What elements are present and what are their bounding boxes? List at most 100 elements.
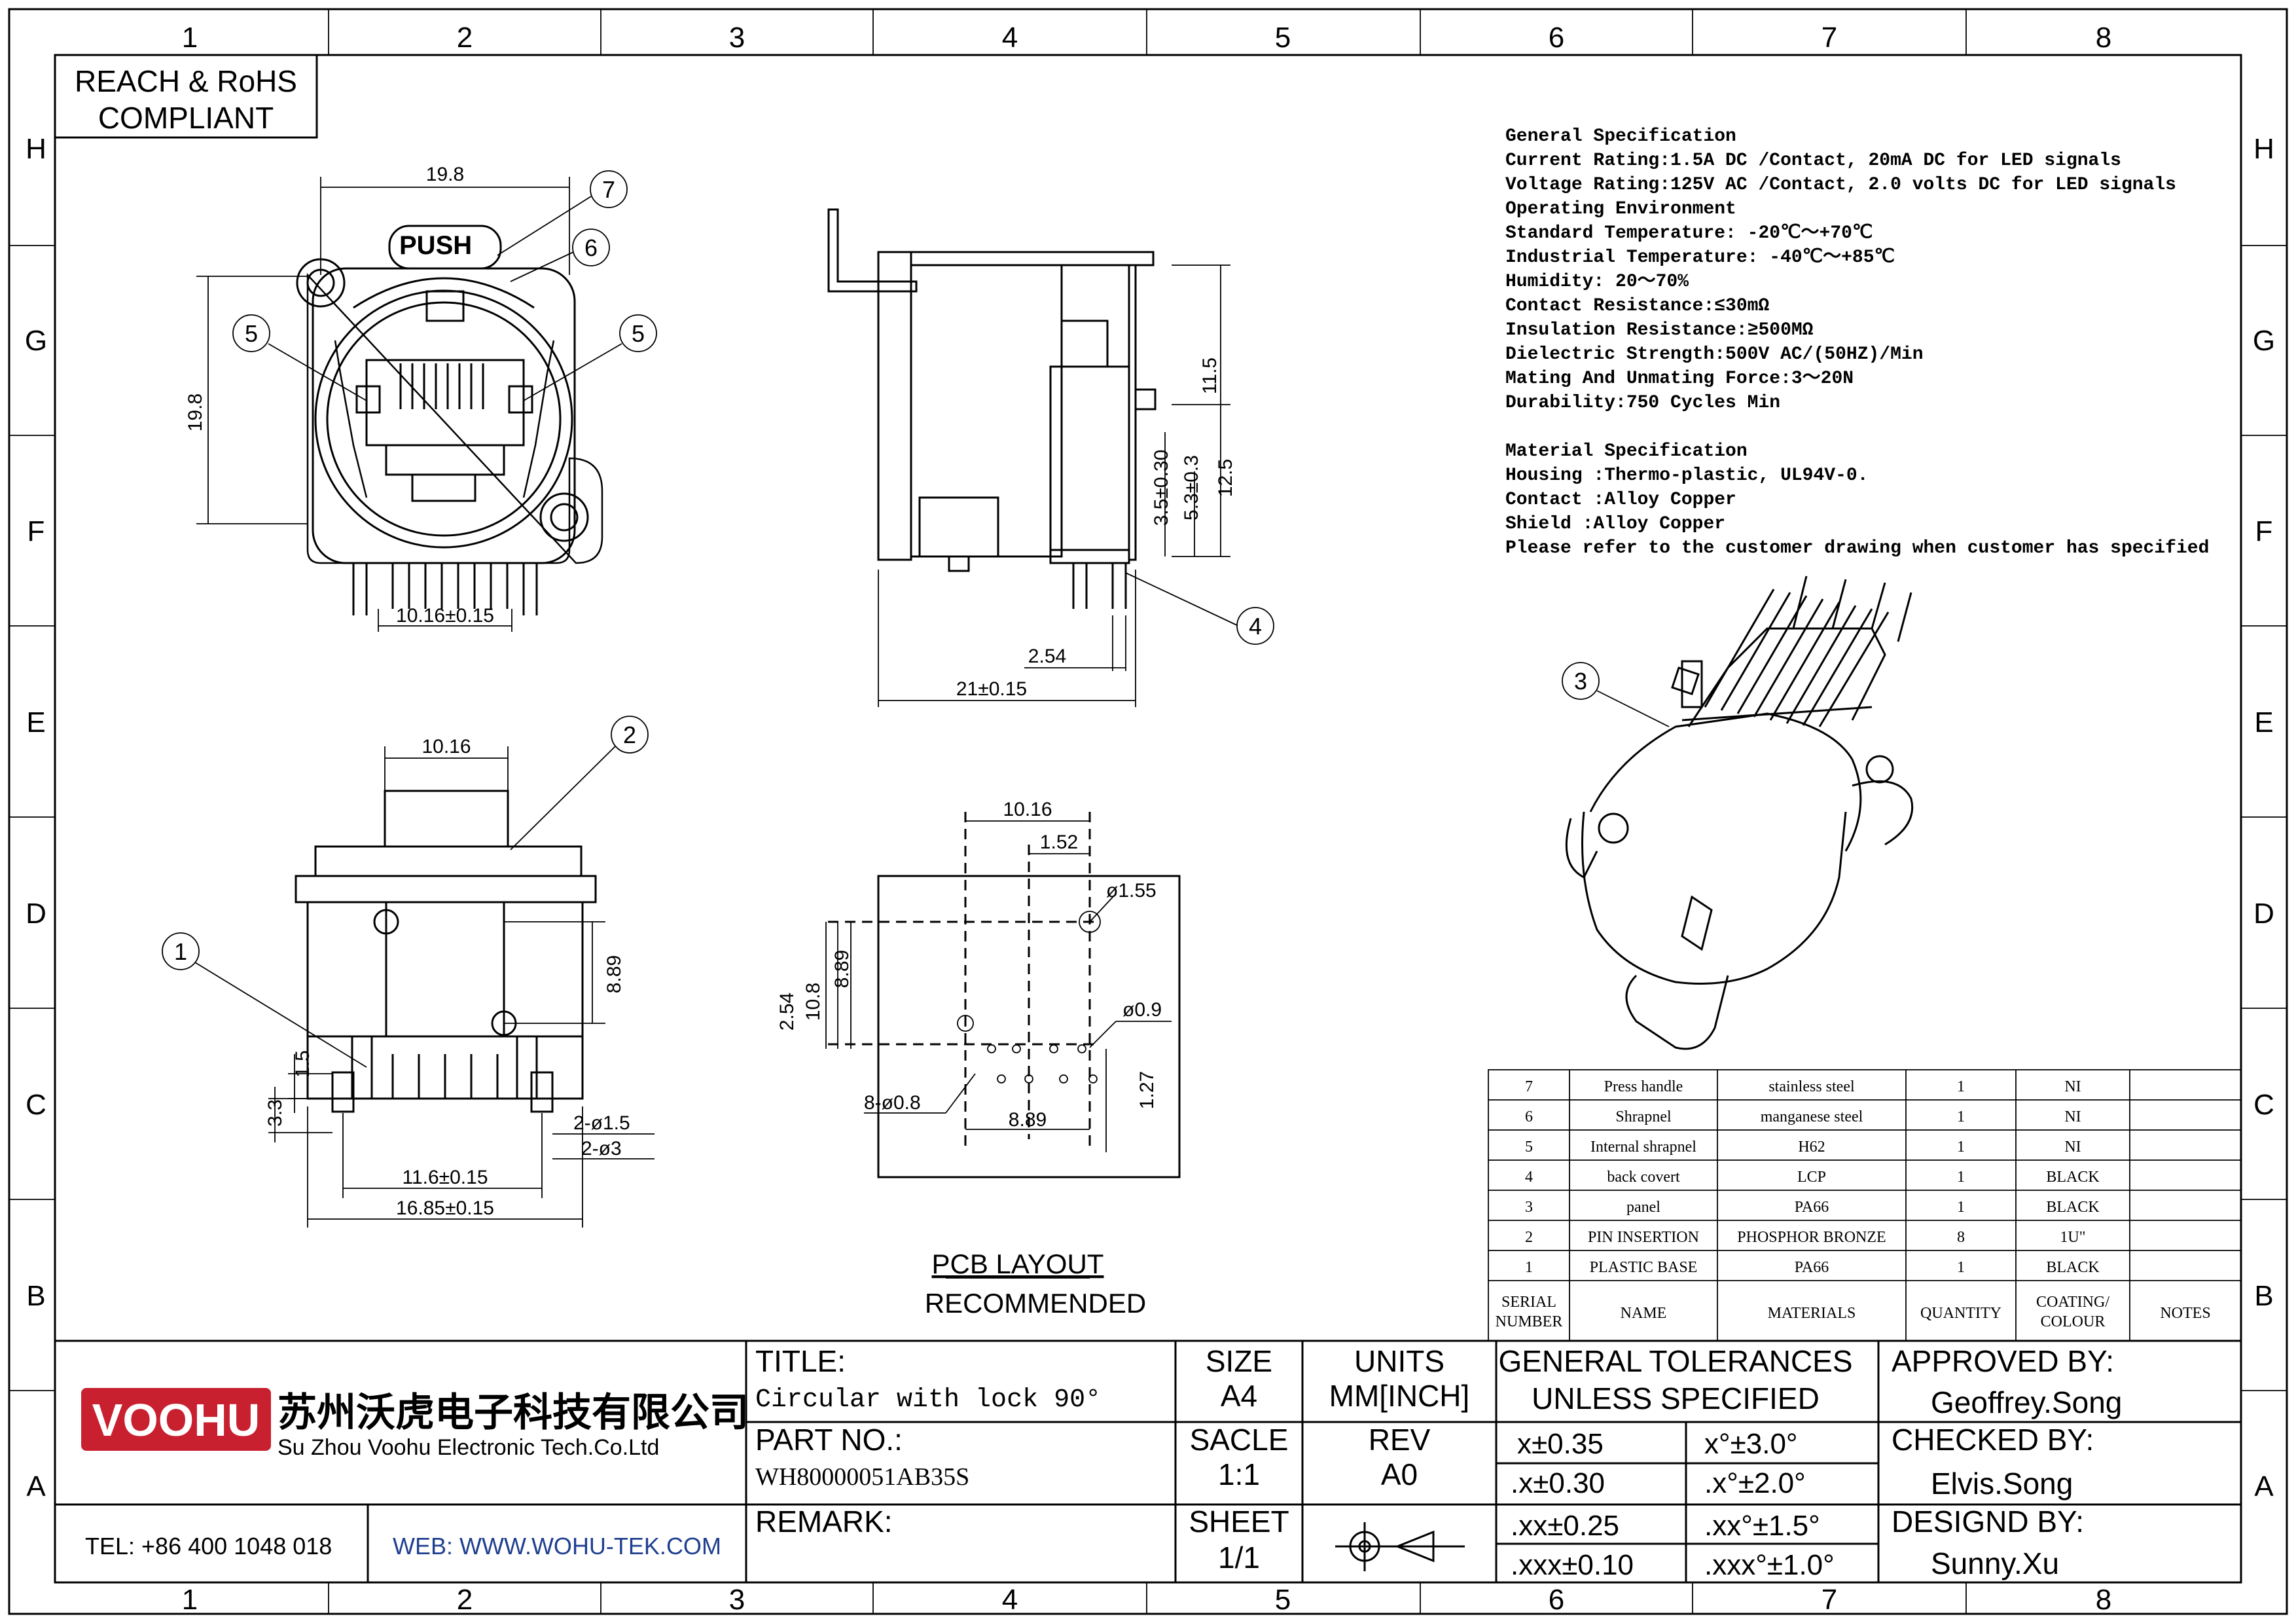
bom-name: PLASTIC BASE xyxy=(1590,1259,1698,1276)
logo-badge xyxy=(81,1388,271,1451)
isometric-view: 3 xyxy=(1562,575,1914,1050)
dim-pcb-2-54: 2.54 xyxy=(776,993,798,1030)
spec-line: Insulation Resistance:≥500MΩ xyxy=(1505,320,1814,340)
scale-label: SACLE xyxy=(1190,1423,1289,1457)
col-label-6-bottom: 6 xyxy=(1549,1584,1564,1616)
spec-line: Housing :Thermo-plastic, UL94V-0. xyxy=(1505,465,1869,486)
pcb-layout-title: PCB LAYOUT xyxy=(932,1249,1104,1279)
callout-4: 4 xyxy=(1249,613,1262,640)
bom-no: 5 xyxy=(1525,1139,1533,1156)
compliance-line-2: COMPLIANT xyxy=(98,101,274,135)
col-label-5-bottom: 5 xyxy=(1275,1584,1291,1616)
compliance-line-1: REACH & RoHS xyxy=(75,64,297,98)
rev-label: REV xyxy=(1369,1423,1431,1457)
company-tel: TEL: +86 400 1048 018 xyxy=(85,1533,332,1559)
title-block: VOOHU 苏州沃虎电子科技有限公司 Su Zhou Voohu Electro… xyxy=(54,1340,2242,1584)
bom-coating: BLACK xyxy=(2046,1259,2100,1276)
company-name-cn: 苏州沃虎电子科技有限公司 xyxy=(278,1391,749,1434)
size-label: SIZE xyxy=(1206,1344,1272,1378)
bom-qty: 1 xyxy=(1957,1078,1965,1095)
company-web: WEB: WWW.WOHU-TEK.COM xyxy=(393,1533,721,1559)
bom-material: manganese steel xyxy=(1761,1108,1863,1125)
remark-label: REMARK: xyxy=(755,1504,893,1539)
dim-front-width: 19.8 xyxy=(426,164,464,185)
part-no-value: WH80000051AB35S xyxy=(755,1463,969,1491)
dim-pcb-d0-9: ø0.9 xyxy=(1122,999,1162,1021)
spec-line: Humidity: 20～70% xyxy=(1505,272,1689,292)
row-label-g-right: G xyxy=(2253,325,2275,357)
row-label-c-right: C xyxy=(2253,1089,2274,1121)
col-label-7-bottom: 7 xyxy=(1821,1584,1837,1616)
row-label-f: F xyxy=(27,515,45,547)
bom-name: back covert xyxy=(1607,1169,1680,1186)
general-specification: General Specification Current Rating:1.5… xyxy=(1505,126,2209,558)
size-value: A4 xyxy=(1221,1379,1257,1413)
tolerance-dot-xxx-angle: .xxx°±1.0° xyxy=(1704,1549,1835,1581)
tolerance-dot-x-angle: .x°±2.0° xyxy=(1704,1467,1806,1499)
callout-1: 1 xyxy=(174,938,187,965)
dim-bottom-3-3: 3.3 xyxy=(264,1099,286,1127)
bom-name: Shrapnel xyxy=(1615,1108,1672,1125)
bom-header-coating-2: COLOUR xyxy=(2041,1313,2106,1330)
callout-3: 3 xyxy=(1574,668,1587,695)
tolerance-dot-xx-angle: .xx°±1.5° xyxy=(1704,1510,1820,1542)
bom-coating: BLACK xyxy=(2046,1199,2100,1216)
col-label-7: 7 xyxy=(1821,22,1837,54)
spec-line: Material Specification xyxy=(1505,441,1748,462)
company-name-en: Su Zhou Voohu Electronic Tech.Co.Ltd xyxy=(278,1435,659,1460)
checked-value: Elvis.Song xyxy=(1931,1467,2073,1501)
tolerance-x: x±0.35 xyxy=(1517,1428,1604,1460)
bom-qty: 8 xyxy=(1957,1229,1965,1246)
pcb-layout: 10.16 1.52 ø1.55 ø0.9 10.8 8.89 2.54 1.2… xyxy=(776,799,1181,1319)
tolerance-dot-xxx: .xxx±0.10 xyxy=(1511,1549,1634,1581)
row-label-a: A xyxy=(26,1470,46,1503)
spec-line: Standard Temperature: -20℃～+70℃ xyxy=(1505,223,1873,244)
spec-line: General Specification xyxy=(1505,126,1736,147)
dim-side-2-54: 2.54 xyxy=(1028,646,1066,667)
tolerance-dot-xx: .xx±0.25 xyxy=(1511,1510,1619,1542)
spec-line: Industrial Temperature: -40℃～+85℃ xyxy=(1505,247,1895,268)
designed-value: Sunny.Xu xyxy=(1931,1546,2059,1580)
bom-qty: 1 xyxy=(1957,1169,1965,1186)
dim-side-5-3: 5.3±0.3 xyxy=(1181,455,1202,520)
approved-value: Geoffrey.Song xyxy=(1931,1385,2122,1419)
tolerance-x-angle: x°±3.0° xyxy=(1704,1428,1798,1460)
drawing-frame: 1 2 3 4 5 6 7 8 1 2 3 4 5 6 7 8 H G F E … xyxy=(8,8,2288,1616)
rev-value: A0 xyxy=(1381,1457,1418,1491)
spec-line: Mating And Unmating Force:3～20N xyxy=(1505,369,1854,389)
spec-line: Contact :Alloy Copper xyxy=(1505,490,1736,510)
row-label-h: H xyxy=(26,133,46,165)
dim-pcb-8-d0-8: 8-ø0.8 xyxy=(864,1092,921,1114)
bom-header-serial-1: SERIAL xyxy=(1501,1294,1556,1311)
tolerance-heading-2: UNLESS SPECIFIED xyxy=(1532,1381,1820,1415)
col-label-3: 3 xyxy=(729,22,745,54)
col-label-2-bottom: 2 xyxy=(457,1584,473,1616)
bom-material: PHOSPHOR BRONZE xyxy=(1737,1229,1886,1246)
bom-header-materials: MATERIALS xyxy=(1768,1305,1856,1322)
bom-name: panel xyxy=(1626,1199,1660,1216)
bom-table: 7 Press handle stainless steel 1 NI 6 Sh… xyxy=(1488,1069,2242,1341)
units-label: UNITS xyxy=(1354,1344,1444,1378)
bom-material: LCP xyxy=(1797,1169,1826,1186)
col-label-2: 2 xyxy=(457,22,473,54)
spec-line: Current Rating:1.5A DC /Contact, 20mA DC… xyxy=(1505,151,2121,171)
callout-5-right: 5 xyxy=(632,320,645,347)
front-view: PUSH 19.8 19.8 10.16±0.15 7 6 5 5 xyxy=(185,164,657,632)
row-label-a-right: A xyxy=(2254,1470,2274,1503)
bom-header-coating-1: COATING/ xyxy=(2036,1294,2109,1311)
dim-bottom-1-5: 1.5 xyxy=(292,1050,314,1078)
dim-bottom-16-85: 16.85±0.15 xyxy=(396,1197,494,1219)
tolerance-dot-x: .x±0.30 xyxy=(1511,1467,1605,1499)
bom-qty: 1 xyxy=(1957,1259,1965,1276)
dim-pcb-1-27: 1.27 xyxy=(1136,1071,1158,1109)
dim-pcb-10-8: 10.8 xyxy=(802,983,824,1021)
projection-symbol-icon xyxy=(1335,1522,1465,1571)
bom-coating: BLACK xyxy=(2046,1169,2100,1186)
sheet-value: 1/1 xyxy=(1218,1541,1260,1575)
dim-side-11-5: 11.5 xyxy=(1199,357,1221,394)
bom-no: 3 xyxy=(1525,1199,1533,1216)
bom-no: 6 xyxy=(1525,1108,1533,1125)
row-label-b: B xyxy=(26,1280,45,1312)
bom-no: 4 xyxy=(1525,1169,1533,1186)
spec-line: Voltage Rating:125V AC /Contact, 2.0 vol… xyxy=(1505,175,2176,195)
